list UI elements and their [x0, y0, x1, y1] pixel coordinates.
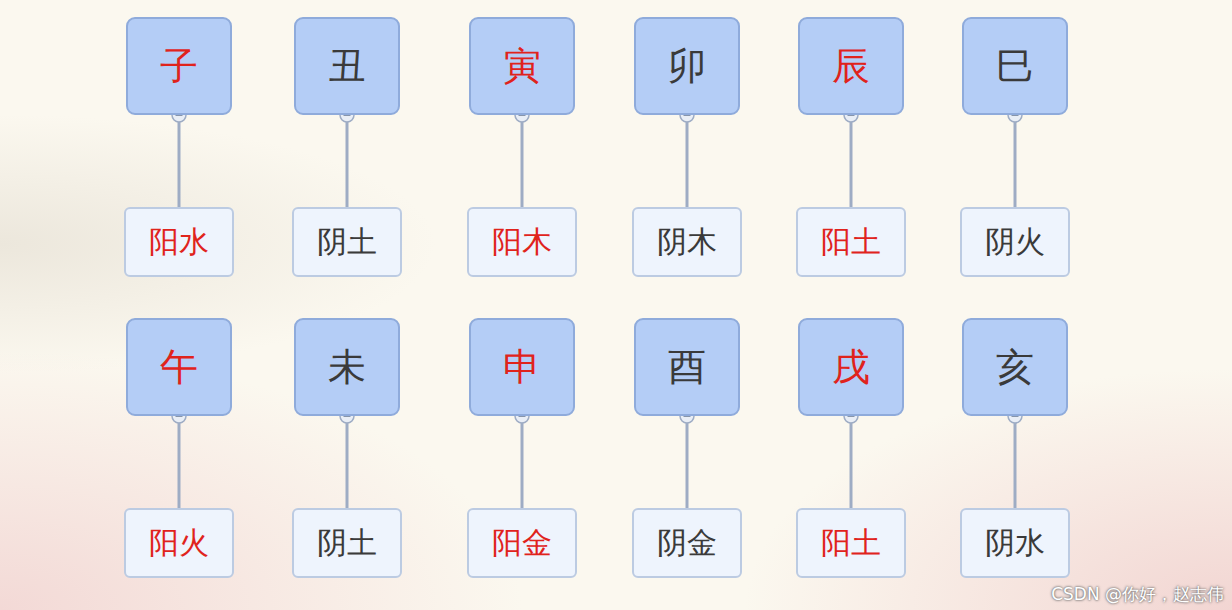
node-label: 子 [160, 41, 198, 92]
element-box: 阴木 [632, 207, 742, 277]
element-box: 阳火 [124, 508, 234, 578]
node-label: 阳火 [149, 523, 209, 564]
element-box: 阴土 [292, 508, 402, 578]
element-box: 阴水 [960, 508, 1070, 578]
branch-box: 寅 [469, 17, 575, 115]
element-box: 阳水 [124, 207, 234, 277]
node-label: 酉 [668, 342, 706, 393]
node-label: 丑 [328, 41, 366, 92]
element-box: 阳土 [796, 508, 906, 578]
connector-line [686, 416, 689, 508]
node-label: 未 [328, 342, 366, 393]
connector-line [178, 115, 181, 207]
node-label: 阴金 [657, 523, 717, 564]
connector-line [178, 416, 181, 508]
connector-line [686, 115, 689, 207]
node-label: 阴水 [985, 523, 1045, 564]
connector-line [1014, 115, 1017, 207]
node-label: 亥 [996, 342, 1034, 393]
connector-line [1014, 416, 1017, 508]
node-label: 阴木 [657, 222, 717, 263]
node-label: 阴土 [317, 523, 377, 564]
element-box: 阳木 [467, 207, 577, 277]
element-box: 阳土 [796, 207, 906, 277]
node-label: 寅 [503, 41, 541, 92]
branch-box: 戌 [798, 318, 904, 416]
connector-line [521, 115, 524, 207]
branch-box: 亥 [962, 318, 1068, 416]
branch-box: 巳 [962, 17, 1068, 115]
node-label: 阴土 [317, 222, 377, 263]
connector-line [850, 115, 853, 207]
branch-box: 子 [126, 17, 232, 115]
element-box: 阳金 [467, 508, 577, 578]
element-box: 阴火 [960, 207, 1070, 277]
node-label: 阳木 [492, 222, 552, 263]
node-label: 阳水 [149, 222, 209, 263]
node-label: 阳土 [821, 523, 881, 564]
connector-line [521, 416, 524, 508]
node-label: 申 [503, 342, 541, 393]
branch-box: 未 [294, 318, 400, 416]
connector-line [850, 416, 853, 508]
node-label: 辰 [832, 41, 870, 92]
branch-box: 辰 [798, 17, 904, 115]
connector-line [346, 115, 349, 207]
connector-line [346, 416, 349, 508]
branch-box: 酉 [634, 318, 740, 416]
branch-box: 申 [469, 318, 575, 416]
node-label: 巳 [996, 41, 1034, 92]
branch-box: 午 [126, 318, 232, 416]
element-box: 阴土 [292, 207, 402, 277]
node-label: 阴火 [985, 222, 1045, 263]
branch-box: 丑 [294, 17, 400, 115]
node-label: 午 [160, 342, 198, 393]
node-label: 阳土 [821, 222, 881, 263]
element-box: 阴金 [632, 508, 742, 578]
watermark: CSDN @你好，赵志伟 [1051, 583, 1224, 606]
branch-box: 卯 [634, 17, 740, 115]
node-label: 戌 [832, 342, 870, 393]
node-label: 卯 [668, 41, 706, 92]
node-label: 阳金 [492, 523, 552, 564]
